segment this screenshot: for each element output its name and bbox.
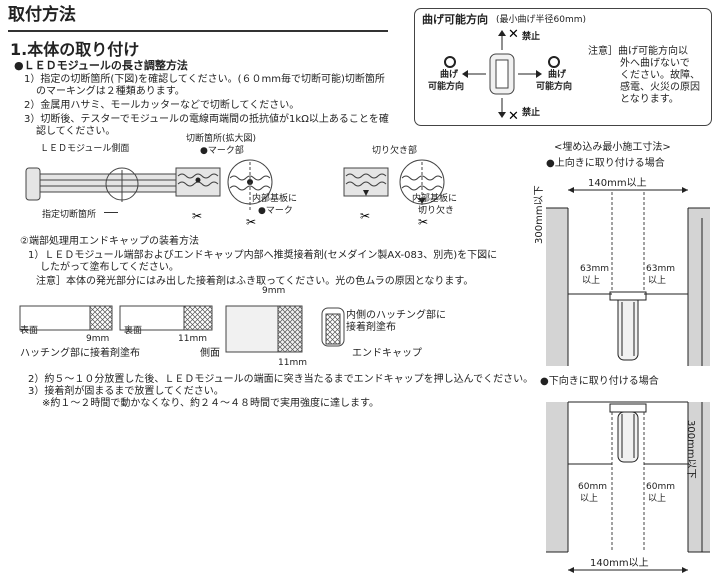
dim-9mm-front: 9mm bbox=[86, 334, 110, 344]
svg-text:✂: ✂ bbox=[418, 215, 428, 229]
up-right-dim-1: 63mm bbox=[646, 264, 675, 274]
inner-mark-label-1: 内部基板に bbox=[252, 194, 298, 204]
section1-title: 1.本体の取り付け bbox=[10, 40, 140, 59]
up-right-dim-2: 以上 bbox=[648, 276, 667, 286]
down-left-dim-1: 60mm bbox=[578, 482, 607, 492]
bend-diagram: ✕ ✕ bbox=[430, 27, 580, 124]
down-width-label: 140mm以上 bbox=[590, 558, 649, 569]
sub2-heading: ②端部処理用エンドキャップの装着方法 bbox=[20, 236, 199, 247]
downward-heading: ●下向きに取り付ける場合 bbox=[540, 376, 659, 387]
cut-point-label: 指定切断箇所 bbox=[42, 210, 97, 220]
notch-part-label: 切り欠き部 bbox=[372, 146, 418, 156]
led-side-label: ＬＥＤモジュール側面 bbox=[40, 144, 130, 154]
step1-line-b: のマーキングは２種類あります。 bbox=[36, 86, 185, 97]
bend-note-5: となります。 bbox=[620, 94, 679, 105]
sec2-step1-b: したがって塗布してください。 bbox=[40, 262, 179, 273]
inner-notch-label-1: 内部基板に bbox=[412, 194, 458, 204]
page-title: 取付方法 bbox=[8, 5, 76, 25]
detail-label: 切断箇所(拡大図) bbox=[186, 134, 257, 144]
upward-heading: ●上向きに取り付ける場合 bbox=[546, 158, 665, 169]
down-right-dim-1: 60mm bbox=[646, 482, 675, 492]
bend-note-1: 注意］曲げ可能方向以 bbox=[588, 46, 688, 57]
hatch-caption: ハッチング部に接着剤塗布 bbox=[20, 348, 140, 359]
notch-detail-figure: ✂ ✂ bbox=[340, 159, 450, 232]
svg-text:✂: ✂ bbox=[360, 209, 370, 223]
up-depth-label: 300mm以下 bbox=[534, 185, 545, 244]
front-label: 表面 bbox=[20, 326, 39, 336]
inner-notch-label-2: 切り欠き bbox=[418, 206, 455, 216]
ok-right-label-1: 曲げ bbox=[548, 70, 567, 80]
cap-figure bbox=[19, 292, 440, 368]
svg-text:✕: ✕ bbox=[508, 109, 519, 124]
dim-9mm-side: 9mm bbox=[262, 286, 286, 296]
sec2-step1-a: 1）ＬＥＤモジュール端部およびエンドキャップ内部へ推奨接着剤(セメダイン製AX-… bbox=[28, 250, 498, 261]
inner-hatch-2: 接着剤塗布 bbox=[346, 322, 396, 333]
up-width-label: 140mm以上 bbox=[588, 178, 647, 189]
inner-mark-label-2: ●マーク bbox=[258, 206, 293, 216]
dim-11mm-side: 11mm bbox=[278, 358, 307, 368]
step2-line: 2）金属用ハサミ、モールカッターなどで切断してください。 bbox=[24, 100, 300, 111]
cut-point-leader bbox=[104, 212, 118, 213]
dim-11mm-back: 11mm bbox=[178, 334, 207, 344]
svg-text:✂: ✂ bbox=[246, 215, 256, 229]
led-side-figure bbox=[22, 160, 183, 206]
downward-diagram bbox=[546, 392, 716, 573]
side-label: 側面 bbox=[200, 348, 220, 359]
forbid-bottom-label: 禁止 bbox=[522, 108, 541, 118]
down-right-dim-2: 以上 bbox=[648, 494, 667, 504]
step1-line-a: 1）指定の切断箇所(下図)を確認してください。(６０mm毎で切断可能)切断箇所 bbox=[24, 74, 385, 85]
down-left-dim-2: 以上 bbox=[580, 494, 599, 504]
mark-detail-figure: ✂ ✂ bbox=[172, 159, 282, 232]
ok-left-label-2: 可能方向 bbox=[428, 82, 465, 92]
forbid-top-label: 禁止 bbox=[522, 32, 541, 42]
upward-diagram bbox=[546, 187, 716, 366]
ok-left-label-1: 曲げ bbox=[440, 70, 459, 80]
down-depth-label: 300mm以下 bbox=[685, 420, 696, 479]
back-label: 裏面 bbox=[124, 326, 143, 336]
sec2-note: 注意］本体の発光部分にはみ出した接着剤はふき取ってください。光の色ムラの原因とな… bbox=[36, 276, 474, 287]
install-title: <埋め込み最小施工寸法> bbox=[554, 142, 671, 153]
sec2-step3: 3）接着剤が固まるまで放置してください。 bbox=[28, 386, 224, 397]
sec2-step2: 2）約５〜１０分放置した後、ＬＥＤモジュールの端面に突き当たるまでエンドキャップ… bbox=[28, 374, 534, 385]
svg-text:✕: ✕ bbox=[508, 27, 519, 42]
bend-note-4: 感電、火災の原因 bbox=[620, 82, 700, 93]
end-cap-label: エンドキャップ bbox=[352, 348, 422, 359]
svg-text:✂: ✂ bbox=[192, 209, 202, 223]
step3-line-a: 3）切断後、テスターでモジュールの電線両端間の抵抗値が1kΩ以上あることを確 bbox=[24, 114, 389, 125]
up-left-dim-2: 以上 bbox=[582, 276, 601, 286]
sec2-step3-note: ※約１〜２時間で動かなくなり、約２４〜４８時間で実用強度に達します。 bbox=[42, 398, 379, 409]
step3-line-b: 認してください。 bbox=[36, 126, 116, 137]
mark-part-label: ●マーク部 bbox=[200, 146, 244, 156]
ok-right-label-2: 可能方向 bbox=[536, 82, 573, 92]
sub1-heading: ●ＬＥＤモジュールの長さ調整方法 bbox=[14, 59, 188, 72]
up-left-dim-1: 63mm bbox=[580, 264, 609, 274]
title-divider bbox=[8, 30, 388, 32]
bend-note-2: 外へ曲げないで bbox=[620, 58, 690, 69]
bend-note-3: ください。故障、 bbox=[620, 70, 700, 81]
bend-radius: (最小曲げ半径60mm) bbox=[496, 15, 587, 25]
bend-direction-box bbox=[414, 8, 712, 126]
inner-hatch-1: 内側のハッチング部に bbox=[346, 310, 446, 321]
bend-title: 曲げ可能方向 bbox=[422, 13, 488, 26]
